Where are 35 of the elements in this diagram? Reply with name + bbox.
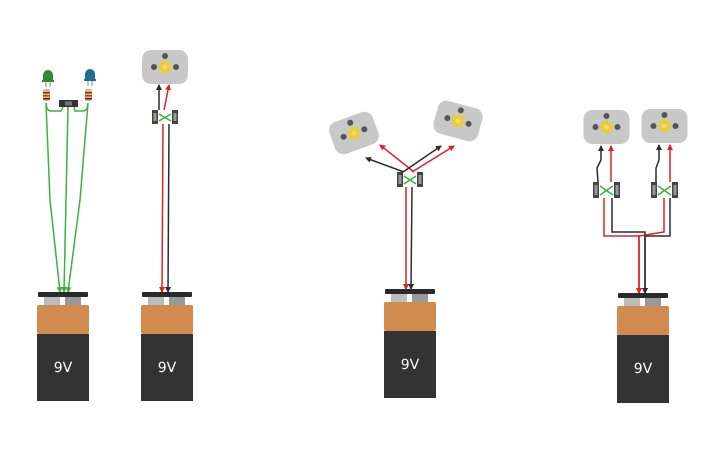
wire: [156, 84, 162, 110]
wire: [636, 198, 665, 294]
wire: [402, 145, 442, 173]
voltage-label: 9V: [400, 356, 420, 372]
wire: [365, 156, 404, 173]
resistor-drawing: [85, 87, 92, 103]
led-drawing: [84, 69, 96, 86]
toggle-switch-drawing: [152, 110, 178, 124]
wire: [163, 84, 171, 110]
toggle-switch-drawing: [593, 182, 620, 198]
motor-drawing: [141, 49, 189, 85]
slide-switch-drawing: [59, 100, 78, 107]
wire: [642, 198, 671, 294]
wire: [61, 106, 69, 293]
wire: [66, 102, 89, 293]
resistor-drawing: [43, 87, 50, 103]
wire: [165, 124, 172, 293]
led-drawing: [42, 70, 54, 87]
toggle-switch-drawing: [397, 172, 423, 187]
wire: [596, 145, 604, 182]
wire: [379, 144, 414, 173]
wire: [412, 145, 455, 173]
wire: [608, 145, 614, 182]
toggle-switch-drawing: [651, 182, 678, 198]
wire: [667, 144, 673, 182]
wire: [45, 102, 62, 293]
wire: [159, 124, 166, 293]
wire: [408, 187, 414, 290]
voltage-label: 9V: [156, 360, 178, 376]
voltage-label: 9V: [632, 361, 654, 377]
voltage-label: 9V: [52, 360, 74, 376]
motor-drawing: [641, 107, 688, 145]
motor-drawing: [583, 108, 630, 146]
wire: [655, 144, 662, 182]
wire: [403, 187, 409, 290]
